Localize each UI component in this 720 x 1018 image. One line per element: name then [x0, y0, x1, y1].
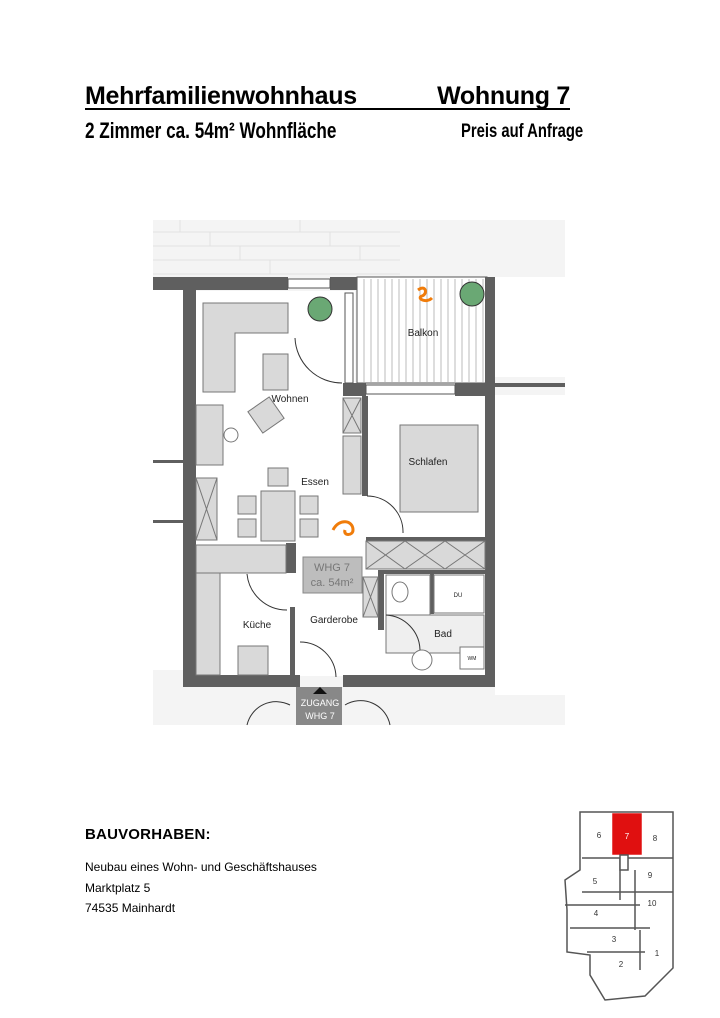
unit-title: Wohnung 7 — [437, 82, 570, 110]
sofa — [202, 302, 289, 393]
project-description: Neubau eines Wohn- und Geschäftshauses — [85, 860, 317, 874]
unit-badge-line2: ca. 54m² — [311, 577, 354, 589]
room-label-du: DU — [454, 593, 463, 599]
doors — [246, 337, 421, 726]
coffee-table — [262, 353, 289, 391]
key-unit-8: 8 — [653, 834, 658, 843]
room-label-schlafen: Schlafen — [409, 457, 448, 468]
appliance-label-wm: WM — [468, 656, 477, 662]
key-unit-5: 5 — [593, 877, 598, 886]
entrance-label-line1: ZUGANG — [301, 698, 340, 708]
plant-icon — [459, 281, 485, 307]
balcony-decking — [363, 279, 484, 382]
neighbour-area — [495, 277, 565, 377]
unit-badge-line1: WHG 7 — [314, 562, 350, 574]
room-label-bad: Bad — [434, 629, 452, 640]
chair — [299, 495, 319, 515]
entry-marker-icon — [417, 286, 434, 303]
project-info: BAUVORHABEN: Neubau eines Wohn- und Gesc… — [85, 826, 317, 919]
washing-machine — [459, 646, 485, 670]
neighbour-area — [495, 395, 565, 695]
washbasin — [411, 649, 433, 671]
title-underline — [85, 108, 570, 110]
entrance-label-line2: WHG 7 — [305, 711, 335, 721]
chair — [299, 518, 319, 538]
key-unit-1: 1 — [655, 949, 660, 958]
project-street: Marktplatz 5 — [85, 880, 151, 895]
unit-badge — [302, 556, 363, 594]
stove — [237, 645, 269, 676]
key-unit-2: 2 — [619, 960, 624, 969]
chair — [237, 495, 257, 515]
desk — [195, 404, 224, 466]
armchair — [247, 396, 285, 434]
room-label-balkon: Balkon — [408, 328, 439, 339]
entrance-arrow-icon — [313, 687, 327, 694]
room-label-essen: Essen — [301, 477, 329, 488]
desk-chair — [223, 427, 239, 443]
terrace-paving — [153, 220, 400, 275]
key-unit-10: 10 — [648, 899, 657, 908]
neighbour-area — [153, 290, 183, 670]
key-unit-4: 4 — [594, 909, 599, 918]
room-label-kueche: Küche — [243, 620, 272, 631]
bed — [399, 424, 479, 513]
kitchen-counter — [195, 544, 287, 574]
key-unit-3: 3 — [612, 935, 617, 944]
toilet — [391, 581, 409, 603]
subtitle: 2 Zimmer ca. 54m² Wohnfläche — [85, 118, 337, 143]
project-city: 74535 Mainhardt — [85, 901, 176, 915]
entry-marker-icon — [331, 520, 355, 536]
windows — [287, 278, 456, 395]
key-unit-6: 6 — [597, 831, 602, 840]
project-heading: BAUVORHABEN: — [85, 826, 211, 843]
dining-table — [260, 490, 296, 542]
bath-floor-tiles — [385, 614, 485, 654]
room-label-garderobe: Garderobe — [310, 615, 358, 626]
tv-unit — [342, 435, 362, 495]
key-plan — [564, 811, 674, 1001]
chair — [267, 467, 289, 487]
chair — [237, 518, 257, 538]
room-label-wohnen: Wohnen — [271, 394, 308, 405]
plant-icon — [307, 296, 333, 322]
document-title: Mehrfamilienwohnhaus — [85, 82, 357, 110]
shower — [433, 574, 485, 614]
walls — [153, 277, 565, 725]
cross-marks — [195, 397, 486, 618]
key-unit-9: 9 — [648, 871, 653, 880]
kitchen-counter-side — [195, 572, 221, 676]
key-unit-7: 7 — [625, 832, 630, 841]
price-note: Preis auf Anfrage — [461, 121, 584, 142]
highlighted-unit — [612, 813, 642, 855]
